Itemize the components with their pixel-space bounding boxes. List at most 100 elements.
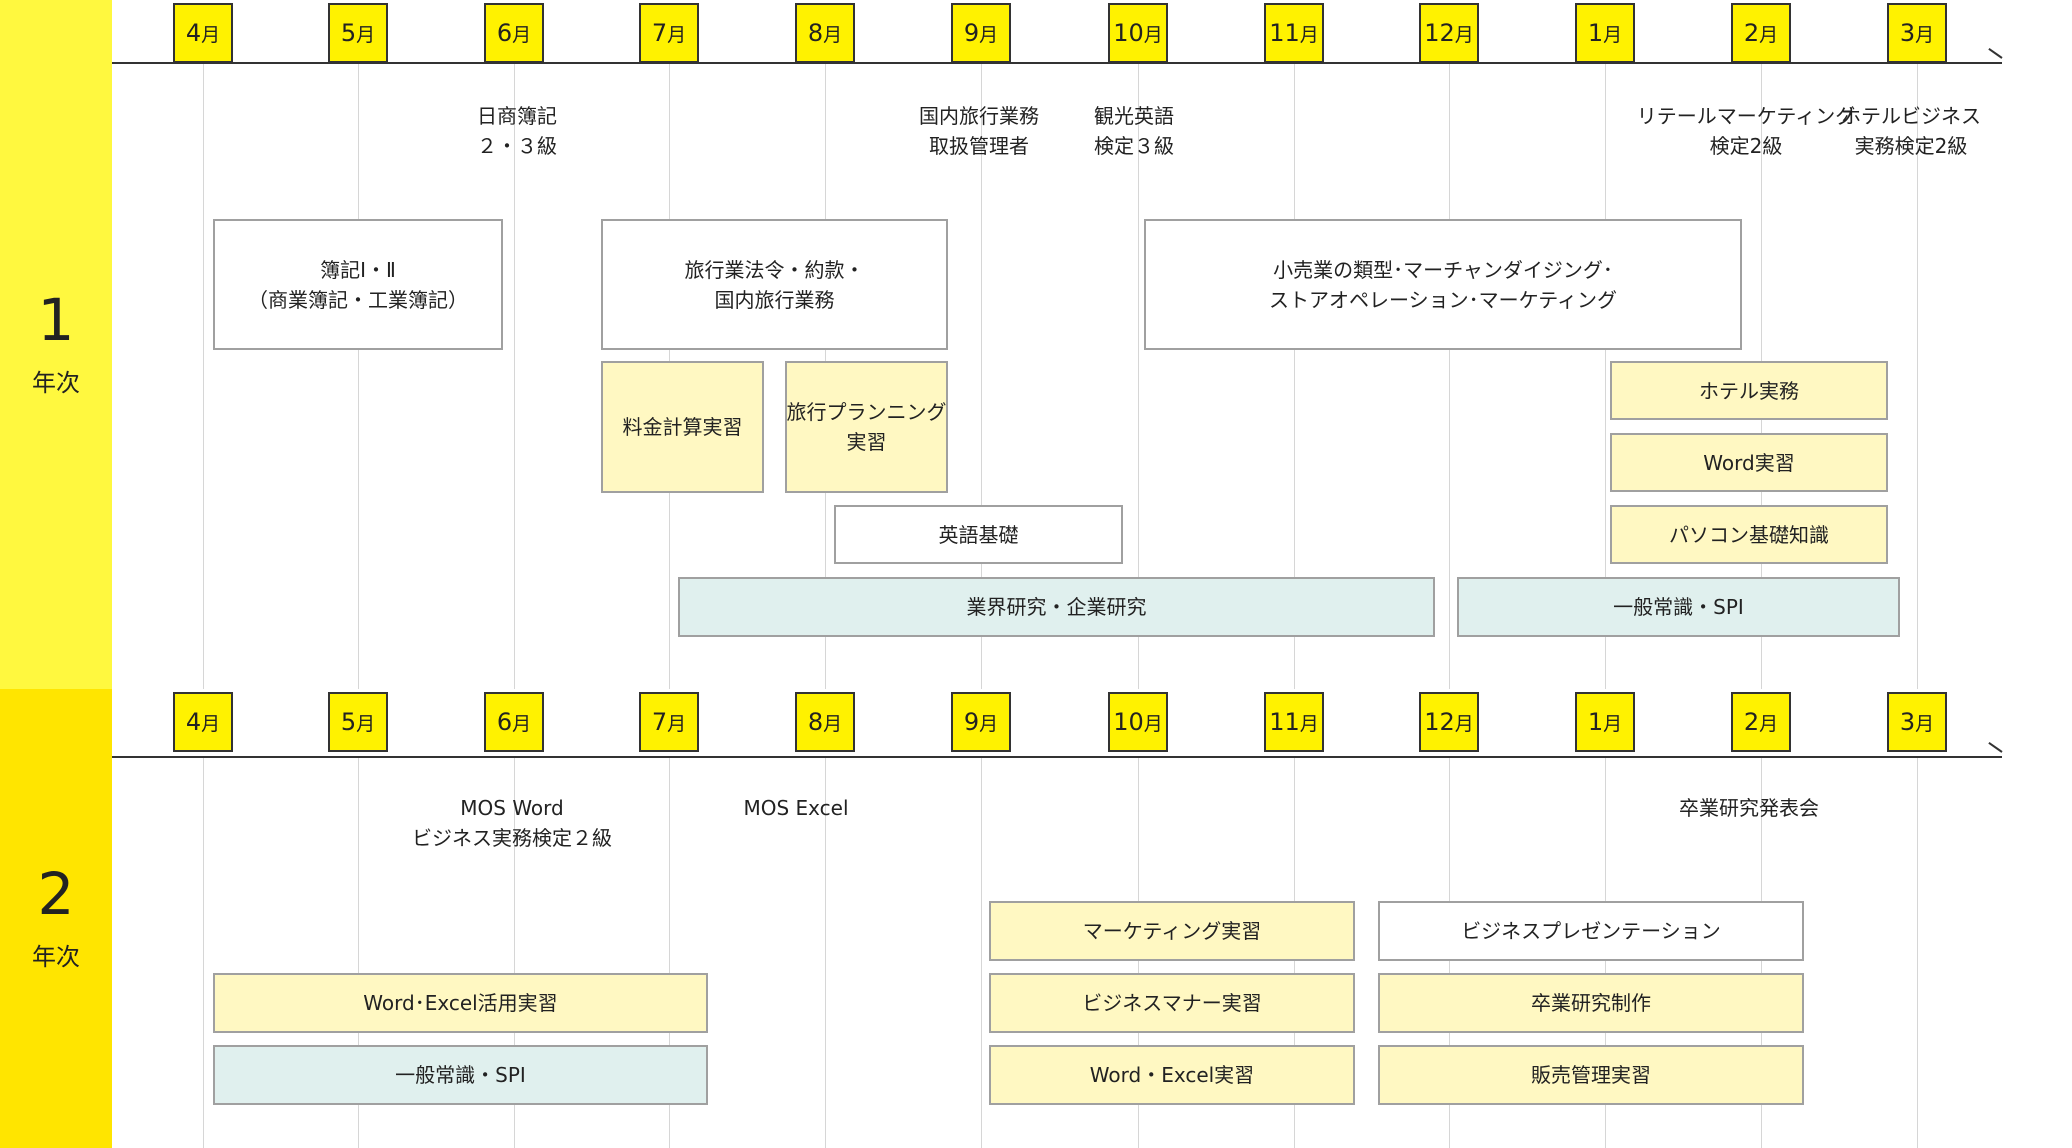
month-gridline xyxy=(1138,62,1139,689)
year2-number: 2 xyxy=(37,860,75,928)
text-line: 卒業研究発表会 xyxy=(1679,796,1819,820)
course-box: 英語基礎 xyxy=(834,505,1123,564)
month-unit: 月 xyxy=(1915,713,1935,735)
month-number: 12 xyxy=(1424,19,1455,47)
month-number: 9 xyxy=(963,19,980,47)
course-box: ビジネスマナー実習 xyxy=(989,973,1355,1033)
text-block: 国内旅行業務取扱管理者 xyxy=(919,101,1039,161)
text-line: 一般常識・SPI xyxy=(395,1063,526,1087)
month-gridline xyxy=(203,62,204,689)
month-number: 7 xyxy=(651,708,668,736)
exam-note: 観光英語検定３級 xyxy=(1094,101,1174,161)
text-line: 料金計算実習 xyxy=(622,415,743,439)
text-line: 英語基礎 xyxy=(938,522,1019,547)
text-line: ２・３級 xyxy=(477,134,557,158)
text-block: 一般常識・SPI xyxy=(395,1060,526,1090)
text-line: パソコン基礎知識 xyxy=(1669,522,1829,547)
text-line: 業界研究・企業研究 xyxy=(966,595,1147,619)
year2-label: 年次 xyxy=(32,943,80,971)
course-box: 一般常識・SPI xyxy=(1457,577,1900,637)
text-line: 卒業研究制作 xyxy=(1531,991,1651,1015)
text-line: MOS Word xyxy=(460,796,564,820)
text-line: ホテルビジネス xyxy=(1841,104,1981,128)
exam-note: 国内旅行業務取扱管理者 xyxy=(919,101,1039,161)
text-block: ホテルビジネス実務検定2級 xyxy=(1841,101,1981,161)
month-unit: 月 xyxy=(979,24,999,46)
text-line: マーケティング実習 xyxy=(1082,919,1262,943)
year1-label: 年次 xyxy=(32,369,80,397)
month-number: 8 xyxy=(807,708,824,736)
text-block: 英語基礎 xyxy=(939,520,1019,550)
year1-number: 1 xyxy=(37,286,75,354)
text-block: Word実習 xyxy=(1703,448,1794,478)
course-box: Word･Excel活用実習 xyxy=(213,973,708,1033)
course-box: マーケティング実習 xyxy=(989,901,1355,961)
year1-band: 1 年次 xyxy=(0,0,112,689)
month-number: 11 xyxy=(1269,19,1300,47)
text-line: 国内旅行業務 xyxy=(714,287,835,312)
month-gridline xyxy=(358,756,359,1148)
text-block: 小売業の類型･マーチャンダイジング･ストアオペレーション･マーケティング xyxy=(1269,255,1617,315)
month-unit: 月 xyxy=(1143,24,1163,46)
text-line: 日商簿記 xyxy=(477,104,557,128)
text-block: 販売管理実習 xyxy=(1531,1060,1651,1090)
month-number: 1 xyxy=(1587,708,1604,736)
month-unit: 月 xyxy=(1299,24,1319,46)
text-line: 実習 xyxy=(846,430,887,454)
text-line: 観光英語 xyxy=(1094,104,1174,128)
month-unit: 月 xyxy=(1143,713,1163,735)
text-line: Word実習 xyxy=(1703,450,1795,475)
month-unit: 月 xyxy=(512,713,532,735)
month-unit: 月 xyxy=(1603,24,1623,46)
month-number: 3 xyxy=(1899,708,1916,736)
text-block: Word・Excel実習 xyxy=(1090,1060,1254,1090)
text-line: （商業簿記・工業簿記） xyxy=(248,287,468,312)
text-block: マーケティング実習 xyxy=(1083,916,1261,946)
text-block: パソコン基礎知識 xyxy=(1669,520,1829,550)
month-gridline xyxy=(514,62,515,689)
month-number: 2 xyxy=(1743,708,1760,736)
month-gridline xyxy=(1294,62,1295,689)
month-number: 4 xyxy=(185,708,202,736)
course-box: 販売管理実習 xyxy=(1378,1045,1804,1105)
text-block: 日商簿記 ２・３級 xyxy=(477,101,557,161)
text-line: 旅行プランニング xyxy=(786,400,947,424)
text-block: 旅行業法令・約款・国内旅行業務 xyxy=(685,255,865,315)
month-unit: 月 xyxy=(356,713,376,735)
month-number: 1 xyxy=(1587,19,1604,47)
text-line: ホテル実務 xyxy=(1699,378,1799,403)
course-box: 小売業の類型･マーチャンダイジング･ストアオペレーション･マーケティング xyxy=(1144,219,1742,350)
month-gridline xyxy=(1917,62,1918,689)
month-unit: 月 xyxy=(667,24,687,46)
text-line: MOS Excel xyxy=(743,796,849,820)
text-line: 検定2級 xyxy=(1709,134,1783,158)
text-block: 卒業研究発表会 xyxy=(1679,793,1819,823)
month-number: 2 xyxy=(1743,19,1760,47)
course-box: ホテル実務 xyxy=(1610,361,1888,420)
course-box: 一般常識・SPI xyxy=(213,1045,708,1105)
month-number: 5 xyxy=(340,708,357,736)
text-line: 国内旅行業務 xyxy=(919,104,1039,128)
course-box: 料金計算実習 xyxy=(601,361,764,493)
course-box: 業界研究・企業研究 xyxy=(678,577,1435,637)
month-unit: 月 xyxy=(201,713,221,735)
course-box: Word・Excel実習 xyxy=(989,1045,1355,1105)
axis-arrow-icon xyxy=(1988,48,2003,59)
month-unit: 月 xyxy=(1603,713,1623,735)
text-block: 観光英語検定３級 xyxy=(1094,101,1174,161)
course-box: Word実習 xyxy=(1610,433,1888,492)
text-block: ホテル実務 xyxy=(1699,376,1799,406)
month-number: 12 xyxy=(1424,708,1455,736)
text-line: ビジネスマナー実習 xyxy=(1082,991,1262,1015)
month-gridline xyxy=(358,62,359,689)
exam-note: リテールマーケティング検定2級 xyxy=(1637,101,1855,161)
